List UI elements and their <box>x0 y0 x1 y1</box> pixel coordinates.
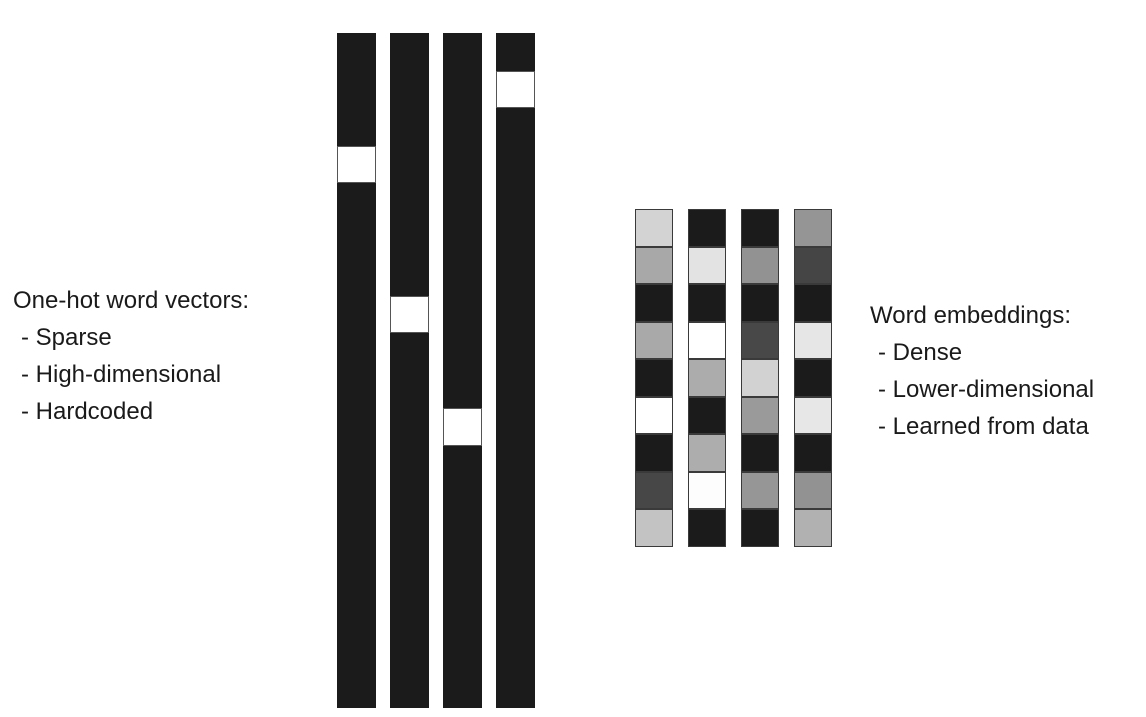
embeddings-title: Word embeddings: <box>870 302 1071 329</box>
one-hot-active-cell <box>337 145 376 183</box>
embedding-cell <box>741 471 779 509</box>
one-hot-title: One-hot word vectors: <box>13 287 250 314</box>
embedding-cell <box>688 434 726 472</box>
embedding-cell <box>741 434 779 472</box>
embedding-cell <box>688 246 726 284</box>
embedding-cell <box>794 434 832 472</box>
one-hot-vector <box>496 33 535 708</box>
embedding-cell <box>688 321 726 359</box>
embedding-cell <box>688 359 726 397</box>
embedding-vector <box>635 209 673 547</box>
embedding-cell <box>688 509 726 547</box>
embedding-cell <box>741 396 779 434</box>
embeddings-property-lower-dimensional: - Lower-dimensional <box>878 376 1095 403</box>
embedding-vector <box>741 209 779 547</box>
one-hot-property-hardcoded: - Hardcoded <box>21 398 154 425</box>
embedding-cell <box>741 509 779 547</box>
embedding-vector <box>688 209 726 547</box>
embedding-cell <box>741 359 779 397</box>
embedding-cell <box>688 284 726 322</box>
embedding-cell <box>794 246 832 284</box>
one-hot-active-cell <box>496 70 535 108</box>
one-hot-active-cell <box>443 408 482 446</box>
embedding-cell <box>794 321 832 359</box>
embedding-cell <box>635 209 673 247</box>
embedding-cell <box>635 359 673 397</box>
embedding-cell <box>688 471 726 509</box>
embedding-cell <box>741 246 779 284</box>
one-hot-vector <box>337 33 376 708</box>
embedding-cell <box>635 321 673 359</box>
embedding-cell <box>741 321 779 359</box>
one-hot-caption: One-hot word vectors: - Sparse - High-di… <box>13 282 249 430</box>
one-hot-active-cell <box>390 295 429 333</box>
embedding-cell <box>794 359 832 397</box>
embedding-cell <box>688 209 726 247</box>
one-hot-vector <box>390 33 429 708</box>
embedding-cell <box>741 284 779 322</box>
embedding-cell <box>794 509 832 547</box>
embedding-vector <box>794 209 832 547</box>
embedding-cell <box>794 396 832 434</box>
embeddings-property-learned: - Learned from data <box>878 413 1089 440</box>
embeddings-property-dense: - Dense <box>878 339 963 366</box>
embedding-cell <box>635 471 673 509</box>
embedding-cell <box>741 209 779 247</box>
embedding-cell <box>635 396 673 434</box>
embedding-cell <box>635 509 673 547</box>
one-hot-property-high-dimensional: - High-dimensional <box>21 361 222 388</box>
embedding-cell <box>635 246 673 284</box>
embeddings-caption: Word embeddings: - Dense - Lower-dimensi… <box>870 297 1094 445</box>
one-hot-vector <box>443 33 482 708</box>
embedding-cell <box>688 396 726 434</box>
embedding-cell <box>794 471 832 509</box>
embedding-cell <box>794 284 832 322</box>
one-hot-property-sparse: - Sparse <box>21 324 112 351</box>
embedding-cell <box>794 209 832 247</box>
embedding-cell <box>635 284 673 322</box>
embedding-cell <box>635 434 673 472</box>
